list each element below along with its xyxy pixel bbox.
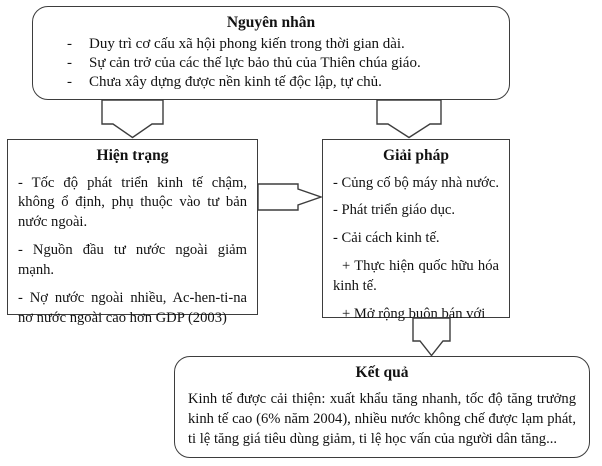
status-item: - Nợ nước ngoài nhiều, Ac-hen-ti-na nơ n… [18, 289, 247, 326]
status-box-title: Hiện trạng [96, 147, 169, 164]
arrow-down-from-cause-left-icon [101, 99, 164, 139]
bullet-dash: - [67, 35, 72, 52]
cause-item-text: Chưa xây dựng được nền kinh tế độc lập, … [89, 73, 382, 90]
result-box-title: Kết quả [355, 364, 409, 381]
solution-item: - Cải cách kinh tế. [333, 230, 440, 247]
cause-item-text: Duy trì cơ cấu xã hội phong kiến trong t… [89, 35, 405, 52]
solution-box: Giải pháp - Củng cố bộ máy nhà nước. - P… [322, 139, 510, 322]
solution-subitem: + Thực hiện quốc hữu hóa kinh tế. [333, 258, 499, 294]
solution-item: - Phát triển giáo dục. [333, 202, 455, 219]
bullet-dash: - [67, 73, 72, 90]
cause-item-text: Sự cản trở của các thế lực bảo thủ của T… [89, 54, 421, 71]
result-body: Kinh tế được cải thiện: xuất khẩu tăng n… [188, 390, 576, 447]
status-item: - Tốc độ phát triển kinh tế chậm, không … [18, 174, 247, 231]
solution-item: - Củng cố bộ máy nhà nước. [333, 174, 499, 191]
result-box: Kết quả Kinh tế được cải thiện: xuất khẩ… [174, 356, 590, 458]
arrow-right-status-to-solution-icon [257, 183, 324, 211]
solution-subitem: + Mở rộng buôn bán với [342, 305, 486, 322]
status-box: Hiện trạng - Tốc độ phát triển kinh tế c… [7, 139, 258, 326]
status-item: - Nguồn đầu tư nước ngoài giảm mạnh. [18, 242, 247, 278]
cause-item: - Sự cản trở của các thế lực bảo thủ của… [33, 54, 509, 73]
cause-box: Nguyên nhân - Duy trì cơ cấu xã hội phon… [32, 6, 510, 100]
bullet-dash: - [67, 54, 72, 71]
cause-box-title: Nguyên nhân [226, 14, 316, 31]
cause-item: - Duy trì cơ cấu xã hội phong kiến trong… [33, 35, 509, 54]
solution-box-title: Giải pháp [383, 147, 449, 164]
arrow-down-from-cause-right-icon [376, 99, 442, 139]
cause-item: - Chưa xây dựng được nền kinh tế độc lập… [33, 73, 509, 92]
